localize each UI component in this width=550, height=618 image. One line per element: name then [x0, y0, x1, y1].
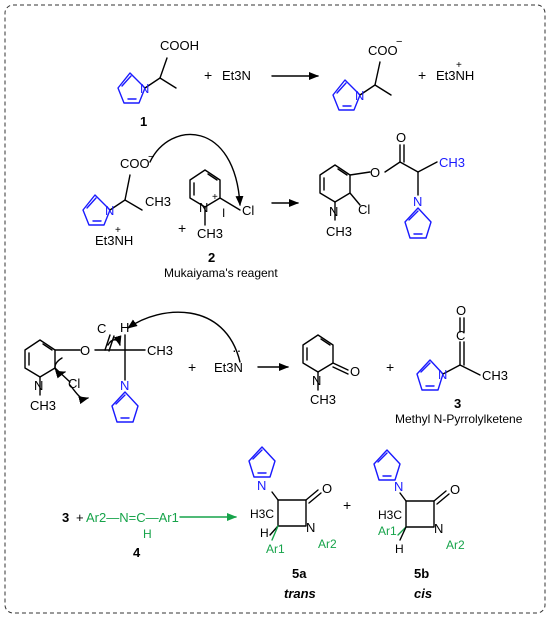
- row3-n-ch3: CH3: [30, 398, 56, 413]
- row4-compound3: 3: [62, 510, 69, 525]
- row4-plus: +: [76, 510, 84, 525]
- row3-ketene: N C O CH3: [416, 303, 508, 391]
- row4-label-5a: 5a: [292, 566, 307, 581]
- row3-ketene-ch3: CH3: [482, 368, 508, 383]
- row2-ester-nch3: CH3: [326, 224, 352, 239]
- row1-coo: COO: [368, 43, 398, 58]
- row3-pyrrole-n: N: [120, 378, 129, 393]
- row3-pyridone-n: N: [312, 373, 321, 388]
- row4-label-5b: 5b: [414, 566, 429, 581]
- row2-pyridinium-charge: +: [212, 192, 218, 203]
- row4-5b-ar2: Ar2: [446, 538, 465, 552]
- row4-trans: trans: [284, 586, 316, 601]
- row2-activated-ester: N CH3 Cl O O CH3 N: [319, 130, 465, 239]
- row1-et3n: Et3N: [222, 68, 251, 83]
- row4-imine-h: H: [143, 527, 152, 541]
- row2-coo-charge: −: [148, 151, 154, 163]
- row4-5a-ar2: Ar2: [318, 537, 337, 551]
- row4-5b-pyrrole-n: N: [394, 479, 403, 494]
- row2-coo: COO: [120, 156, 150, 171]
- row1-reactant-pyrrole-acid: N COOH: [117, 38, 199, 104]
- row4-5b-h3c: H3C: [378, 508, 402, 522]
- row3-pyridine-n: N: [34, 378, 43, 393]
- row3-et3n: Et3N: [214, 360, 243, 375]
- row3-ketene-c: C: [456, 328, 465, 343]
- row3-ketene-o: O: [456, 303, 466, 318]
- row2-cl: Cl: [242, 203, 254, 218]
- row4-5b-h: H: [395, 542, 404, 556]
- row3-curved-arrow-1: [54, 357, 66, 379]
- row3-plus-2: +: [386, 359, 394, 375]
- row2-plus: +: [178, 220, 186, 236]
- row2-iodide: I: [222, 206, 225, 220]
- row1-et3nh: Et3NH: [436, 68, 474, 83]
- row4-5b-o: O: [450, 482, 460, 497]
- row4-5a-h: H: [260, 526, 269, 540]
- row2-ester-cl: Cl: [358, 202, 370, 217]
- row1-coo-charge: −: [396, 36, 402, 48]
- row2-et3nh-charge: +: [115, 225, 121, 236]
- row4-5b-n: N: [434, 521, 443, 536]
- row3-pyridone-o: O: [350, 364, 360, 379]
- row2-anion-n: N: [105, 203, 114, 218]
- row2-ester-carbonyl-o: O: [396, 130, 406, 145]
- row1-plus-2: +: [418, 67, 426, 83]
- row3-compound-number: 3: [454, 396, 461, 411]
- row1-n-atom: N: [140, 81, 149, 96]
- row4-5a-ar1: Ar1: [266, 542, 285, 556]
- row1-compound-number: 1: [140, 114, 147, 129]
- row4-5a-o: O: [322, 481, 332, 496]
- scheme-border: [4, 4, 546, 614]
- row2-et3nh: Et3NH: [95, 233, 133, 248]
- row3-ketene-n: N: [438, 367, 447, 382]
- row3-pyridone-ch3: CH3: [310, 392, 336, 407]
- row3-ch3: CH3: [147, 343, 173, 358]
- row2-attack-arrow: [149, 133, 244, 206]
- row2-mukaiyama-reagent: N + I Cl CH3: [189, 169, 254, 241]
- row4-5a-pyrrole-n: N: [257, 478, 266, 493]
- row4-beta-lactam-5a: N H3C O N H Ar1 Ar2: [248, 446, 337, 556]
- row2-n-ch3: CH3: [197, 226, 223, 241]
- row1-et3nh-charge: +: [456, 60, 462, 71]
- row4-plus-products: +: [343, 497, 351, 513]
- row1-product-carboxylate: N COO −: [332, 36, 402, 111]
- row1-product-n: N: [355, 88, 364, 103]
- row3-pyridone-product: N O CH3: [302, 334, 360, 407]
- row4-5b-ar1: Ar1: [378, 524, 397, 538]
- row2-ester-o: O: [370, 165, 380, 180]
- row3-plus-1: +: [188, 359, 196, 375]
- row3-carbonyl-c: C: [97, 321, 106, 336]
- row1-plus-1: +: [204, 67, 212, 83]
- row4-cis: cis: [414, 586, 432, 601]
- row2-compound-number: 2: [208, 250, 215, 265]
- row2-carboxylate-anion: N COO − CH3: [82, 151, 171, 226]
- row3-curved-arrow-3: [107, 335, 122, 346]
- row2-ester-n: N: [329, 204, 338, 219]
- row4-5a-n: N: [306, 520, 315, 535]
- row3-o: O: [80, 343, 90, 358]
- row2-reagent-name: Mukaiyama's reagent: [164, 266, 278, 280]
- row4-5a-h3c: H3C: [250, 507, 274, 521]
- row2-ester-ch3: CH3: [439, 155, 465, 170]
- row3-ketene-name: Methyl N-Pyrrolylketene: [395, 412, 523, 426]
- row4-beta-lactam-5b: N H3C O N Ar1 H Ar2: [373, 449, 465, 556]
- row1-cooh: COOH: [160, 38, 199, 53]
- row4-imine: Ar2—N=C—Ar1: [86, 510, 179, 525]
- row4-compound4: 4: [133, 545, 141, 560]
- row3-ester-deprotonation: N CH3 Cl O C H CH3 N: [24, 320, 173, 423]
- row2-ester-pyrrole-n: N: [413, 194, 422, 209]
- row2-pyridinium-n: N: [199, 200, 208, 215]
- row3-lone-pair: ··: [232, 342, 241, 358]
- row3-base-arrow: [127, 311, 241, 363]
- row3-h: H: [120, 320, 129, 335]
- row3-cl: Cl: [68, 376, 80, 391]
- row2-ch3: CH3: [145, 194, 171, 209]
- row3-curved-arrow-2: [69, 384, 89, 405]
